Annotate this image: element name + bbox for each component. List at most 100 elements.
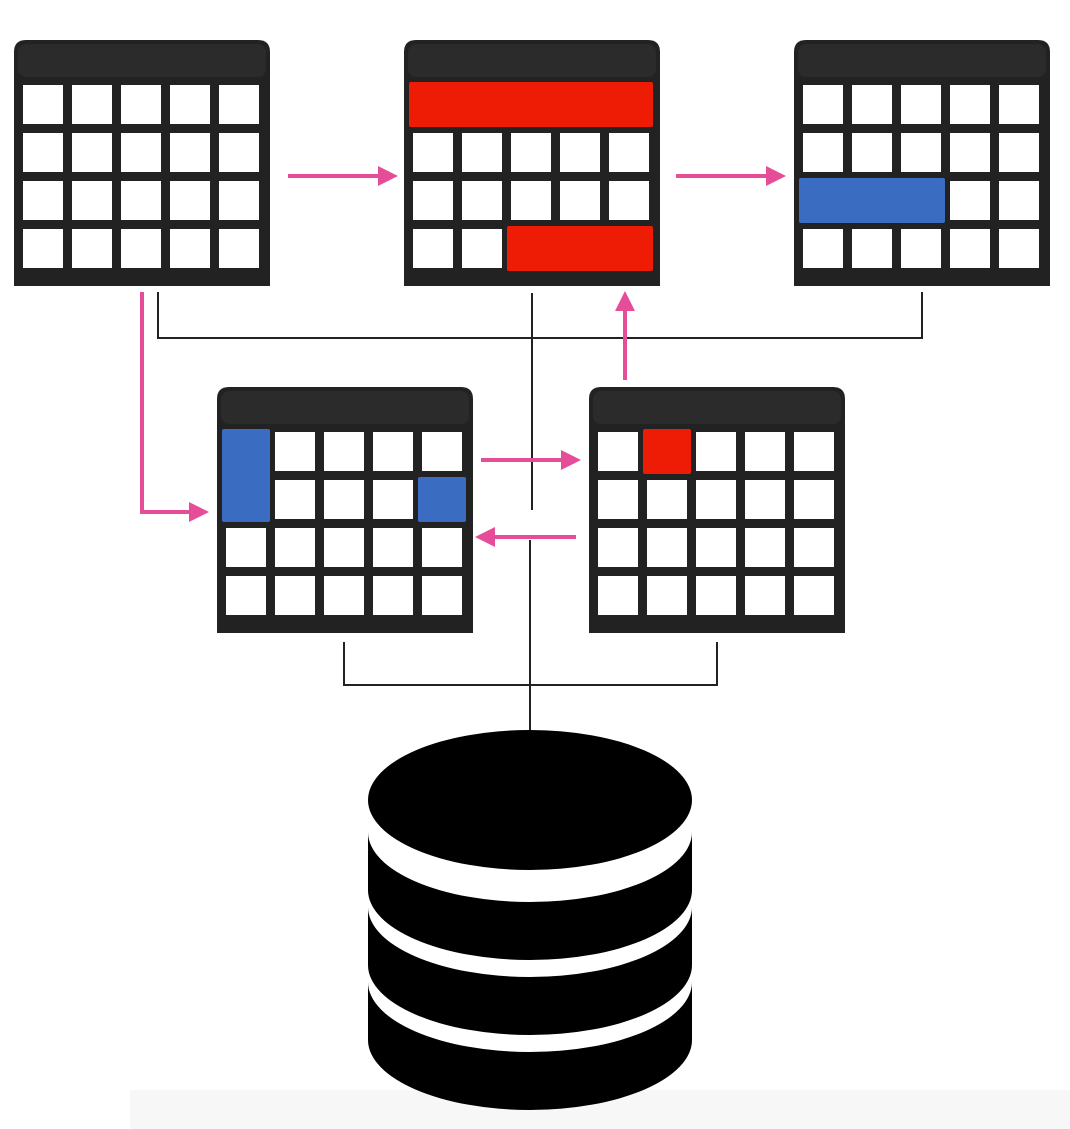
table-cell xyxy=(121,85,161,124)
table-cell xyxy=(23,85,63,124)
table-cell xyxy=(219,181,259,220)
table-cell xyxy=(511,181,551,220)
table-3 xyxy=(794,40,1050,286)
table-cell xyxy=(609,181,649,220)
table-cell xyxy=(803,229,843,268)
table-cell xyxy=(23,229,63,268)
table-cell xyxy=(422,528,462,567)
table-cell xyxy=(598,432,638,471)
table-cell xyxy=(794,432,834,471)
table-cell xyxy=(170,85,210,124)
table-cell xyxy=(852,85,892,124)
flow-arrow-table-1-to-table-4 xyxy=(140,292,209,522)
table-cell xyxy=(422,576,462,615)
table-cell xyxy=(219,229,259,268)
table-cell xyxy=(950,181,990,220)
table-cell xyxy=(745,528,785,567)
table-cell xyxy=(999,133,1039,172)
table-cell xyxy=(999,85,1039,124)
table-cell xyxy=(803,133,843,172)
table-header-bar xyxy=(798,44,1046,77)
highlight-red xyxy=(643,429,691,474)
table-cell xyxy=(72,181,112,220)
table-cell xyxy=(275,576,315,615)
table-1 xyxy=(14,40,270,286)
table-cell xyxy=(560,133,600,172)
table-cell xyxy=(121,229,161,268)
table-cell xyxy=(852,229,892,268)
connector-top-bracket xyxy=(157,292,923,339)
table-cell xyxy=(647,528,687,567)
table-cell xyxy=(72,85,112,124)
table-cell xyxy=(23,133,63,172)
table-5 xyxy=(589,387,845,633)
table-cell xyxy=(324,576,364,615)
table-header-bar xyxy=(593,391,841,424)
table-cell xyxy=(696,432,736,471)
table-cell xyxy=(598,480,638,519)
table-cell xyxy=(950,133,990,172)
table-cell xyxy=(226,528,266,567)
table-cell xyxy=(696,528,736,567)
table-cell xyxy=(560,181,600,220)
highlight-red xyxy=(409,82,653,127)
table-cell xyxy=(373,528,413,567)
table-cell xyxy=(72,229,112,268)
table-cell xyxy=(803,85,843,124)
table-cell xyxy=(462,133,502,172)
table-cell xyxy=(794,528,834,567)
table-header-bar xyxy=(18,44,266,77)
table-cell xyxy=(696,576,736,615)
highlight-blue xyxy=(222,429,270,522)
table-cell xyxy=(275,480,315,519)
table-cell xyxy=(950,85,990,124)
table-cell xyxy=(745,576,785,615)
database-disk xyxy=(368,907,692,1035)
database-top xyxy=(368,730,692,870)
highlight-red xyxy=(507,226,653,271)
table-cell xyxy=(413,181,453,220)
table-cell xyxy=(852,133,892,172)
table-cell xyxy=(170,229,210,268)
table-cell xyxy=(413,229,453,268)
table-header-bar xyxy=(408,44,656,77)
table-cell xyxy=(219,133,259,172)
table-cell xyxy=(275,528,315,567)
table-cell xyxy=(170,133,210,172)
table-cell xyxy=(23,181,63,220)
table-cell xyxy=(422,432,462,471)
table-cell xyxy=(745,432,785,471)
table-cell xyxy=(647,576,687,615)
table-cell xyxy=(609,133,649,172)
database-disk xyxy=(368,982,692,1110)
table-cell xyxy=(226,576,266,615)
table-cell xyxy=(373,576,413,615)
table-cell xyxy=(324,528,364,567)
table-cell xyxy=(745,480,785,519)
table-cell xyxy=(647,480,687,519)
table-cell xyxy=(950,229,990,268)
table-cell xyxy=(901,229,941,268)
table-cell xyxy=(462,181,502,220)
table-cell xyxy=(511,133,551,172)
table-cell xyxy=(696,480,736,519)
table-cell xyxy=(598,576,638,615)
table-cell xyxy=(794,576,834,615)
table-cell xyxy=(324,432,364,471)
table-4 xyxy=(217,387,473,633)
table-cell xyxy=(462,229,502,268)
table-cell xyxy=(413,133,453,172)
database-disk xyxy=(368,832,692,960)
table-cell xyxy=(373,432,413,471)
table-cell xyxy=(324,480,364,519)
highlight-blue xyxy=(799,178,945,223)
table-cell xyxy=(901,85,941,124)
table-2 xyxy=(404,40,660,286)
table-cell xyxy=(598,528,638,567)
table-cell xyxy=(121,133,161,172)
highlight-blue xyxy=(418,477,466,522)
table-cell xyxy=(794,480,834,519)
table-cell xyxy=(121,181,161,220)
table-cell xyxy=(901,133,941,172)
